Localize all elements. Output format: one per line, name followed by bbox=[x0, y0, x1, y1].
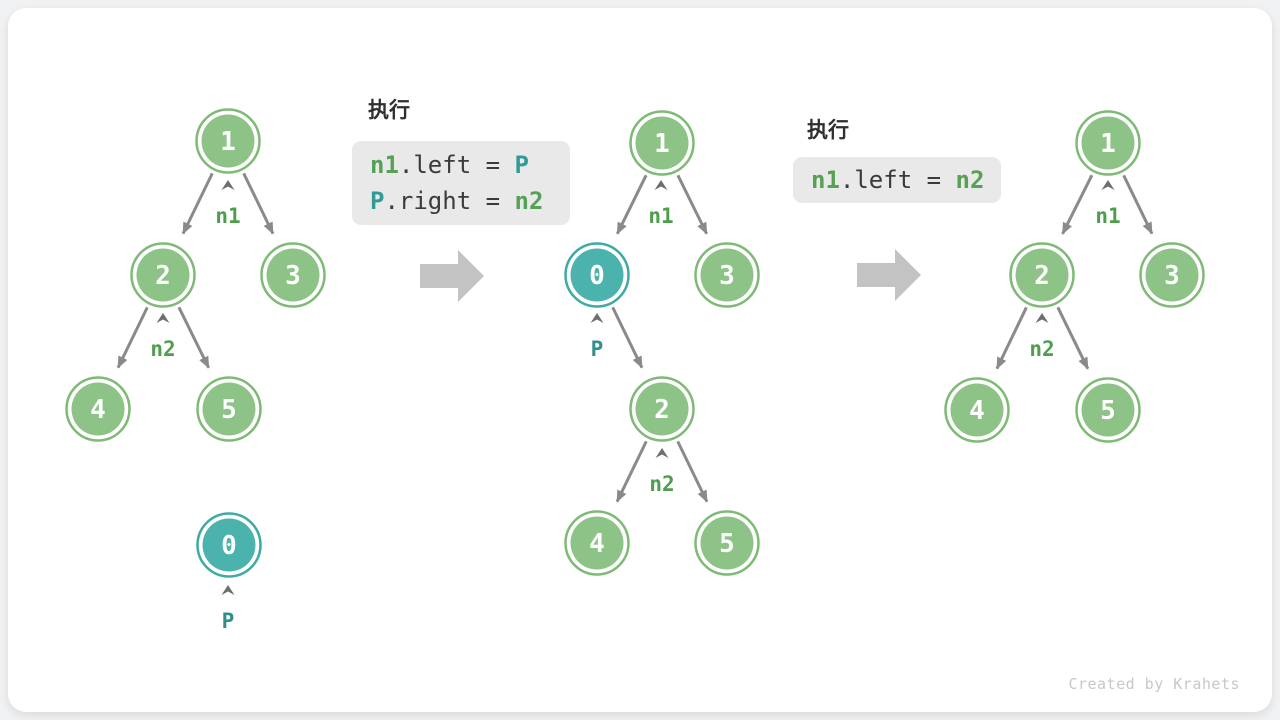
tree-node-2: 2 bbox=[629, 376, 695, 442]
tree-node-1: 1 bbox=[195, 108, 261, 174]
pointer-label-n2: n2 bbox=[649, 472, 674, 496]
tree-edge bbox=[615, 174, 648, 235]
pointer-label-n2: n2 bbox=[1029, 337, 1054, 361]
pointer-label-P: P bbox=[591, 337, 604, 361]
tree-node-3: 3 bbox=[694, 242, 760, 308]
tree-edge bbox=[1061, 174, 1094, 235]
pointer-label-n1: n1 bbox=[215, 204, 240, 228]
pointer-caret-icon bbox=[654, 180, 668, 190]
tree-node-2: 2 bbox=[1009, 242, 1075, 308]
tree-node-5: 5 bbox=[694, 510, 760, 576]
node-value: 1 bbox=[1100, 129, 1116, 159]
tree-node-0: 0 bbox=[196, 512, 262, 578]
node-value: 0 bbox=[221, 531, 237, 561]
pointer-label-n1: n1 bbox=[1095, 204, 1120, 228]
transition-arrow-icon bbox=[857, 249, 921, 301]
tree-node-3: 3 bbox=[260, 242, 326, 308]
pointer-caret-icon bbox=[221, 180, 235, 190]
node-value: 2 bbox=[155, 261, 171, 291]
tree-edge bbox=[116, 306, 149, 369]
tree-edge bbox=[1056, 306, 1090, 370]
tree-node-5: 5 bbox=[196, 376, 262, 442]
pointer-label-P: P bbox=[222, 609, 235, 633]
tree-edge bbox=[181, 172, 214, 235]
node-value: 2 bbox=[654, 395, 670, 425]
tree-edge bbox=[676, 174, 709, 235]
tree-node-0: 0 bbox=[564, 242, 630, 308]
node-value: 3 bbox=[719, 261, 735, 291]
tree-node-4: 4 bbox=[65, 376, 131, 442]
node-value: 3 bbox=[1164, 261, 1180, 291]
tree-edge bbox=[177, 306, 211, 369]
node-value: 2 bbox=[1034, 261, 1050, 291]
tree-node-2: 2 bbox=[130, 242, 196, 308]
node-value: 4 bbox=[90, 395, 106, 425]
node-value: 1 bbox=[220, 127, 236, 157]
node-value: 5 bbox=[1100, 396, 1116, 426]
tree-node-5: 5 bbox=[1075, 377, 1141, 443]
node-value: 4 bbox=[969, 396, 985, 426]
tree-edge bbox=[995, 306, 1028, 370]
pointer-label-n1: n1 bbox=[648, 204, 673, 228]
tree-edge bbox=[676, 440, 709, 503]
node-value: 5 bbox=[719, 529, 735, 559]
pointer-caret-icon bbox=[590, 313, 604, 323]
transition-arrow-icon bbox=[420, 250, 484, 302]
pointer-caret-icon bbox=[655, 448, 669, 458]
tree-after: 1 2 3 4 5 n1 n2 bbox=[944, 110, 1205, 443]
pointer-caret-icon bbox=[1035, 313, 1049, 323]
tree-edge bbox=[242, 172, 275, 235]
tree-edge bbox=[611, 306, 644, 369]
tree-edge bbox=[615, 440, 648, 503]
pointer-caret-icon bbox=[221, 585, 235, 595]
tree-edge bbox=[1122, 174, 1154, 235]
tree-node-4: 4 bbox=[944, 377, 1010, 443]
pointer-caret-icon bbox=[1101, 180, 1115, 190]
pointer-caret-icon bbox=[156, 313, 170, 323]
node-value: 1 bbox=[654, 129, 670, 159]
tree-before: 1 2 3 4 5 0 n1 n2P bbox=[65, 108, 326, 633]
node-value: 0 bbox=[589, 261, 605, 291]
node-value: 4 bbox=[589, 529, 605, 559]
node-value: 3 bbox=[285, 261, 301, 291]
node-value: 5 bbox=[221, 395, 237, 425]
pointer-label-n2: n2 bbox=[150, 337, 175, 361]
tree-node-4: 4 bbox=[564, 510, 630, 576]
tree-node-3: 3 bbox=[1139, 242, 1205, 308]
tree-node-1: 1 bbox=[629, 110, 695, 176]
tree-node-1: 1 bbox=[1075, 110, 1141, 176]
